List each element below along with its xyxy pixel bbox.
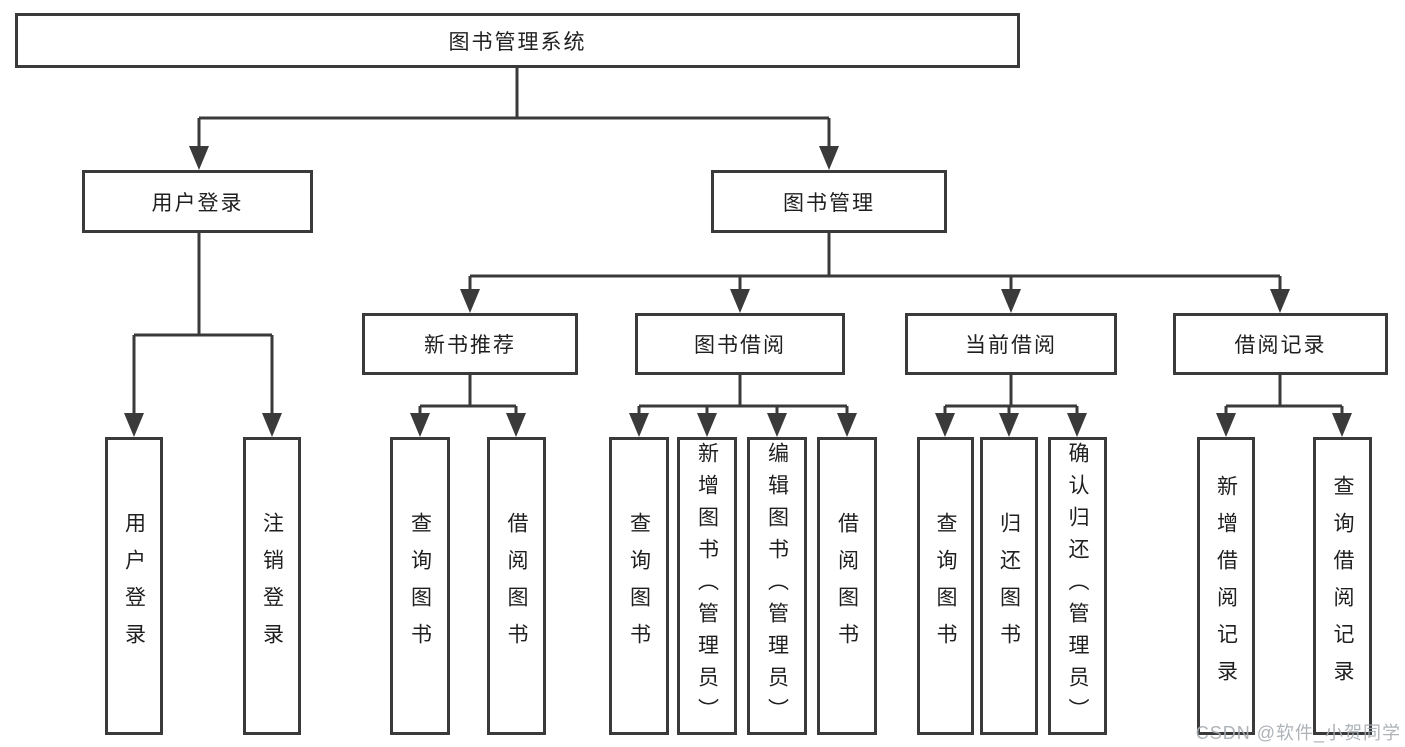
leaf-query-books-recommend-label: 查询图书 xyxy=(408,512,432,660)
leaf-query-books-borrow: 查询图书 xyxy=(609,437,669,735)
node-root-system: 图书管理系统 xyxy=(15,13,1020,68)
node-group-new-book-recommend-label: 新书推荐 xyxy=(424,334,516,357)
leaf-user-login: 用户登录 xyxy=(105,437,163,735)
leaf-add-book-admin: 新增图书（管理员） xyxy=(677,437,737,735)
leaf-query-books-current: 查询图书 xyxy=(917,437,974,735)
node-group-book-borrow-label: 图书借阅 xyxy=(694,334,786,357)
leaf-user-login-label: 用户登录 xyxy=(122,512,146,660)
leaf-return-book: 归还图书 xyxy=(980,437,1038,735)
node-root-label: 图书管理系统 xyxy=(448,30,587,54)
leaf-add-borrow-record-label: 新增借阅记录 xyxy=(1214,475,1238,697)
node-group-book-borrow: 图书借阅 xyxy=(635,313,845,375)
leaf-borrow-books-recommend: 借阅图书 xyxy=(487,437,546,735)
node-branch-book-management: 图书管理 xyxy=(711,170,947,233)
node-group-current-borrow: 当前借阅 xyxy=(905,313,1117,375)
leaf-logout: 注销登录 xyxy=(243,437,301,735)
node-group-current-borrow-label: 当前借阅 xyxy=(965,334,1057,357)
node-branch-user-login: 用户登录 xyxy=(82,170,313,233)
node-group-borrow-records: 借阅记录 xyxy=(1173,313,1388,375)
leaf-query-borrow-record: 查询借阅记录 xyxy=(1313,437,1372,735)
arrowheads xyxy=(124,146,1352,437)
leaf-query-books-borrow-label: 查询图书 xyxy=(627,512,651,660)
leaf-query-books-recommend: 查询图书 xyxy=(390,437,450,735)
leaf-edit-book-admin: 编辑图书（管理员） xyxy=(747,437,807,735)
leaf-logout-label: 注销登录 xyxy=(260,512,284,660)
leaf-confirm-return-admin-label: 确认归还（管理员） xyxy=(1066,442,1089,730)
leaf-borrow-books-borrow-label: 借阅图书 xyxy=(835,512,859,660)
node-group-new-book-recommend: 新书推荐 xyxy=(362,313,578,375)
node-group-borrow-records-label: 借阅记录 xyxy=(1234,334,1327,357)
node-branch-book-management-label: 图书管理 xyxy=(783,191,875,215)
leaf-add-book-admin-label: 新增图书（管理员） xyxy=(695,442,719,730)
leaf-borrow-books-recommend-label: 借阅图书 xyxy=(505,512,528,660)
leaf-borrow-books-borrow: 借阅图书 xyxy=(817,437,877,735)
leaf-edit-book-admin-label: 编辑图书（管理员） xyxy=(765,442,789,730)
csdn-watermark: CSDN @软件_小贺同学 xyxy=(1195,723,1401,743)
node-branch-user-login-label: 用户登录 xyxy=(151,191,244,215)
leaf-add-borrow-record: 新增借阅记录 xyxy=(1197,437,1255,735)
leaf-return-book-label: 归还图书 xyxy=(997,512,1021,660)
leaf-confirm-return-admin: 确认归还（管理员） xyxy=(1048,437,1107,735)
leaf-query-borrow-record-label: 查询借阅记录 xyxy=(1331,475,1354,697)
leaf-query-books-current-label: 查询图书 xyxy=(934,512,957,660)
